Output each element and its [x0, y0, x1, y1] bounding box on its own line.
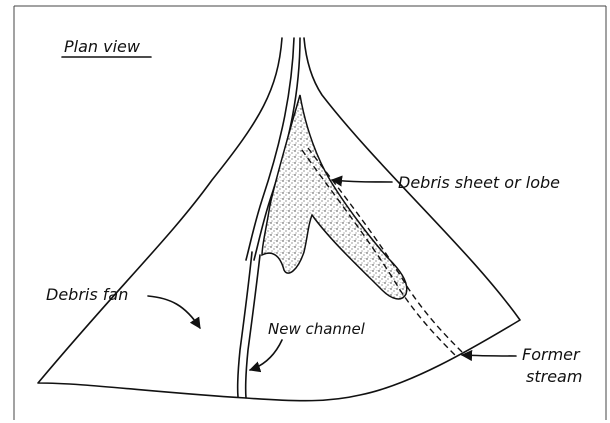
view-title: Plan view — [64, 37, 141, 56]
label-debris-fan: Debris fan — [46, 285, 128, 304]
new-channel-right-bank — [246, 255, 260, 398]
label-former-stream-line2: stream — [526, 367, 582, 386]
arrow-former-stream — [462, 355, 516, 356]
arrow-debris-fan — [148, 296, 200, 328]
arrow-new-channel — [250, 340, 282, 370]
debris-lobe — [262, 95, 407, 299]
label-new-channel: New channel — [268, 320, 366, 338]
label-debris-sheet: Debris sheet or lobe — [398, 173, 560, 192]
arrow-debris-sheet — [332, 180, 392, 182]
label-former-stream-line1: Former — [522, 345, 581, 364]
new-channel-left-bank — [238, 252, 252, 397]
